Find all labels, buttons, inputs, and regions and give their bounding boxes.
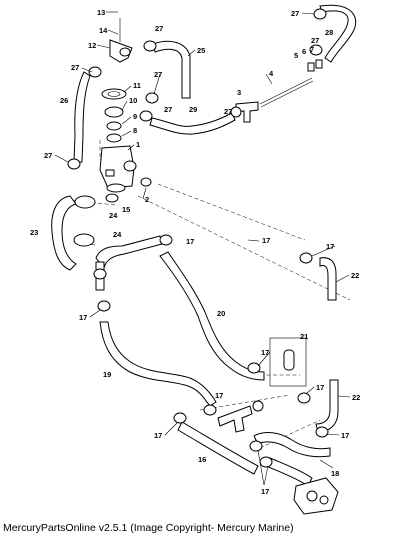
callout-15: 15	[122, 205, 130, 214]
callout-9: 9	[133, 112, 137, 121]
callout-18: 18	[331, 469, 339, 478]
callout-16: 16	[198, 455, 206, 464]
callout-17: 17	[154, 431, 162, 440]
callout-27: 27	[71, 63, 79, 72]
callout-12: 12	[88, 41, 96, 50]
hose-25	[152, 40, 191, 99]
callout-17: 17	[261, 348, 269, 357]
hose-29	[149, 112, 236, 135]
callout-17: 17	[326, 242, 334, 251]
gaskets-stack	[101, 88, 127, 143]
copyright-caption: MercuryPartsOnline v2.5.1 (Image Copyrig…	[3, 522, 294, 534]
hose-20	[159, 251, 265, 381]
hose-16	[177, 421, 259, 475]
callout-6: 6	[302, 47, 306, 56]
callout-27: 27	[154, 70, 162, 79]
callout-17: 17	[341, 431, 349, 440]
callout-25: 25	[197, 46, 205, 55]
callout-17: 17	[262, 236, 270, 245]
callout-23: 23	[30, 228, 38, 237]
callout-21: 21	[300, 332, 308, 341]
callout-27: 27	[164, 105, 172, 114]
callout-24: 24	[109, 211, 118, 220]
callout-17: 17	[186, 237, 194, 246]
callout-17: 17	[261, 487, 269, 496]
tee-fitting-lower	[217, 400, 264, 433]
callout-11: 11	[133, 81, 141, 90]
callout-17: 17	[215, 391, 223, 400]
water-tube	[95, 235, 163, 291]
hose-19	[99, 321, 217, 407]
callout-27: 27	[44, 151, 52, 160]
hose-26	[73, 71, 91, 163]
callout-22: 22	[352, 393, 360, 402]
fitting-21	[269, 337, 307, 387]
callout-29: 29	[189, 105, 197, 114]
callout-20: 20	[217, 309, 225, 318]
callout-3: 3	[237, 88, 241, 97]
clamp-24	[73, 193, 119, 247]
thermostat-housing-1	[99, 145, 137, 193]
callout-27: 27	[291, 9, 299, 18]
callout-28: 28	[325, 28, 333, 37]
hose-clamps	[67, 8, 329, 468]
callout-26: 26	[60, 96, 68, 105]
callout-2: 2	[145, 195, 149, 204]
hose-22	[315, 257, 339, 433]
hose-23	[51, 195, 77, 271]
callout-17: 17	[79, 313, 87, 322]
callout-17: 17	[316, 383, 324, 392]
callout-19: 19	[103, 370, 111, 379]
callout-labels: 13 14 12 27 25 27 11 26 10 27 29 9 8 3 1…	[30, 8, 360, 496]
callout-7: 7	[310, 45, 314, 54]
pump-assembly	[293, 477, 339, 515]
callout-24: 24	[113, 230, 122, 239]
callout-5: 5	[294, 51, 298, 60]
callout-8: 8	[133, 126, 137, 135]
fitting-2	[140, 177, 152, 187]
callout-leaders	[54, 11, 351, 486]
callout-27: 27	[155, 24, 163, 33]
callout-22: 22	[351, 271, 359, 280]
callout-1: 1	[136, 140, 140, 149]
callout-4: 4	[269, 69, 274, 78]
callout-27: 27	[224, 107, 232, 116]
drain-plug-assembly	[259, 59, 323, 108]
callout-14: 14	[99, 26, 108, 35]
callout-27: 27	[311, 36, 319, 45]
callout-13: 13	[97, 8, 105, 17]
callout-10: 10	[129, 96, 137, 105]
thermostat-cover-12	[109, 18, 133, 63]
